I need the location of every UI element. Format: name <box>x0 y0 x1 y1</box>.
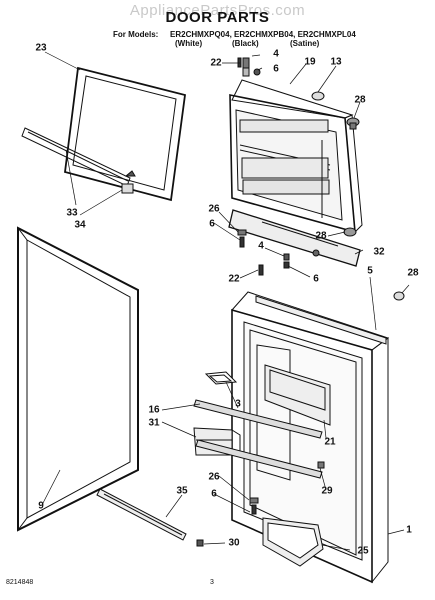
callout-1: 1 <box>406 524 412 536</box>
right-bushing <box>393 291 405 301</box>
callout-4: 4 <box>273 48 279 60</box>
callout-3: 3 <box>235 398 241 410</box>
footer-page-number: 3 <box>210 579 214 586</box>
lower-hinge-parts <box>196 461 325 547</box>
footer-part-code: 8214848 <box>6 579 34 586</box>
callout-23: 23 <box>35 42 47 54</box>
callout-28c: 28 <box>407 267 419 279</box>
model-color-white: (White) <box>175 39 203 48</box>
callout-6d: 6 <box>211 488 217 500</box>
models-label: For Models: <box>113 30 159 39</box>
model-color-black: (Black) <box>232 39 259 48</box>
door-shelf-bar <box>193 399 323 439</box>
callout-32: 32 <box>373 246 385 258</box>
callout-25: 25 <box>357 545 369 557</box>
callout-28b: 28 <box>315 230 327 242</box>
callout-29: 29 <box>321 485 333 497</box>
freezer-door <box>229 79 363 234</box>
freezer-shelf-strip <box>21 127 131 187</box>
fresh-food-gasket <box>17 226 139 532</box>
callout-4b: 4 <box>258 240 264 252</box>
callout-28: 28 <box>354 94 366 106</box>
callout-35: 35 <box>176 485 188 497</box>
lower-shelf-bar <box>195 439 323 479</box>
callout-9: 9 <box>38 500 44 512</box>
door-trim-strip <box>255 295 387 345</box>
callout-31: 31 <box>148 417 160 429</box>
callout-6c: 6 <box>313 273 319 285</box>
top-bushing <box>346 117 360 130</box>
diagram-title: DOOR PARTS <box>165 9 270 26</box>
freezer-gasket <box>64 66 186 202</box>
callout-5: 5 <box>367 265 373 277</box>
callout-6b: 6 <box>209 218 215 230</box>
callout-6: 6 <box>273 63 279 75</box>
plug-part <box>311 91 325 101</box>
shelf-bracket-clip <box>121 170 136 194</box>
callout-33: 33 <box>66 207 78 219</box>
watermark: AppliancePartsPros.com <box>129 2 306 19</box>
butter-tray-lid <box>204 371 238 385</box>
callout-16: 16 <box>148 404 160 416</box>
callout-22b: 22 <box>228 273 240 285</box>
center-hinge <box>228 209 361 267</box>
callout-34: 34 <box>74 219 86 231</box>
callout-19: 19 <box>304 56 316 68</box>
leader-lines <box>41 51 410 551</box>
callout-30: 30 <box>228 537 240 549</box>
callout-13: 13 <box>330 56 342 68</box>
bottom-door-bin <box>262 517 324 567</box>
callout-26: 26 <box>208 203 220 215</box>
callout-26b: 26 <box>208 471 220 483</box>
callout-21: 21 <box>324 436 336 448</box>
model-color-satine: (Satine) <box>290 39 320 48</box>
freezer-hinge-parts <box>237 57 261 77</box>
model-numbers: ER2CHMXPQ04, ER2CHMXPB04, ER2CHMXPL04 <box>170 30 356 39</box>
center-hinge-screws <box>237 227 357 276</box>
dairy-compartment <box>264 364 331 426</box>
callout-22: 22 <box>210 57 222 69</box>
lower-gasket-strip <box>96 488 187 541</box>
